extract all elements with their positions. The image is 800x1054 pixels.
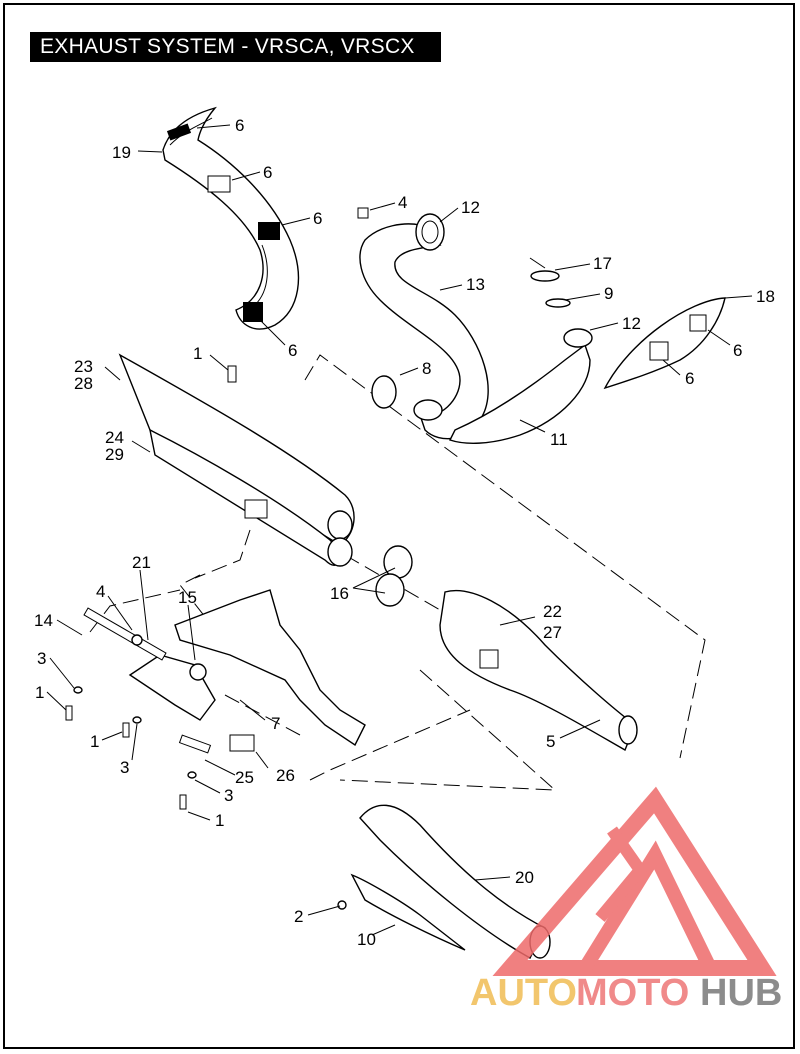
upper-heat-shield: [162, 106, 300, 330]
callout-c25: 25: [235, 768, 254, 787]
callout-c12a: 12: [461, 198, 480, 217]
callout-c6e: 6: [733, 341, 742, 360]
clamps: [375, 545, 413, 607]
assembly-lines: [89, 354, 706, 791]
callout-c10: 10: [357, 930, 376, 949]
callout-c16: 16: [330, 584, 349, 603]
callout-labels: 6 19 6 6 6 4 12 13 17 9 18 12 6 6 1 23 2…: [34, 116, 775, 949]
header-heat-shield: [603, 297, 726, 390]
callout-c9: 9: [604, 284, 613, 303]
callout-c2: 2: [294, 907, 303, 926]
watermark-auto: AUTO: [470, 972, 577, 1014]
callout-c6d: 6: [288, 341, 297, 360]
callout-c13: 13: [466, 275, 485, 294]
diagram-title: EXHAUST SYSTEM - VRSCA, VRSCX: [40, 35, 415, 58]
diagram-frame: [3, 3, 795, 1049]
fasteners: [65, 365, 237, 810]
callout-c3b: 3: [120, 758, 129, 777]
callout-c6f: 6: [685, 369, 694, 388]
watermark-logo: [492, 786, 777, 976]
watermark-moto: MOTO: [576, 972, 689, 1014]
callout-c6a: 6: [235, 116, 244, 135]
callout-c4b: 4: [96, 582, 105, 601]
callout-c5: 5: [546, 732, 555, 751]
callout-c24: 24: [105, 428, 124, 447]
callout-c28: 28: [74, 374, 93, 393]
title-bar: EXHAUST SYSTEM - VRSCA, VRSCX: [30, 32, 441, 62]
callout-c26: 26: [276, 766, 295, 785]
upper-muffler: [118, 353, 355, 567]
watermark-logo-triangle: [492, 786, 777, 976]
callout-c8: 8: [422, 359, 431, 378]
callout-c18: 18: [756, 287, 775, 306]
callout-c7: 7: [271, 714, 280, 733]
lower-muffler: [439, 590, 638, 752]
callout-c1d: 1: [215, 811, 224, 830]
callout-c6b: 6: [263, 163, 272, 182]
callout-c27: 27: [543, 623, 562, 642]
callout-c29: 29: [105, 445, 124, 464]
callout-c20: 20: [515, 868, 534, 887]
callout-c21: 21: [132, 553, 151, 572]
callout-c1c: 1: [90, 732, 99, 751]
callout-c1a: 1: [193, 344, 202, 363]
callout-c17: 17: [593, 254, 612, 273]
leader-lines: [46, 124, 753, 936]
watermark-text: AUTO MOTO HUB: [470, 972, 782, 1014]
callout-c4a: 4: [398, 193, 407, 212]
callout-c6c: 6: [313, 209, 322, 228]
callout-c1b: 1: [35, 683, 44, 702]
mounting-bracket-assembly: [83, 589, 366, 754]
callout-c15: 15: [178, 588, 197, 607]
callout-c19: 19: [112, 143, 131, 162]
callout-c11: 11: [550, 430, 568, 449]
callout-c3c: 3: [224, 786, 233, 805]
callout-c14: 14: [34, 611, 53, 630]
callout-c22: 22: [543, 602, 562, 621]
callout-c12b: 12: [622, 314, 641, 333]
callout-c23: 23: [74, 357, 93, 376]
header-pipe: [357, 207, 593, 444]
callout-c3a: 3: [37, 649, 46, 668]
watermark-hub: HUB: [700, 972, 782, 1014]
